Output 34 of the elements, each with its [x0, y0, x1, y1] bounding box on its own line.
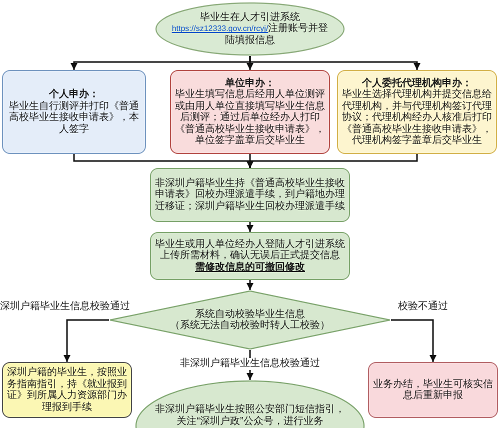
node-text: 毕业生自行测评并打印《普通高校毕业生接收申请表》，本人签字: [8, 100, 140, 135]
node-text: 系统自动校验毕业生信息: [195, 308, 305, 320]
node-text: 深圳户籍的毕业生，按照业务指南指引，持《就业报到证》到所属人力资源部门办理报到手续: [6, 367, 128, 413]
arrow: [64, 319, 109, 362]
process-box: [368, 362, 498, 418]
node-text: 毕业生填写信息后经用人单位测评或由用人单位直接填写毕业生信息后测评；通过后单位经办人打印《普通高校毕业生接收申请表》，单位签字盖章后交毕业生: [174, 89, 326, 146]
arrow: [246, 280, 254, 290]
node-text: 非深圳户籍毕业生持《普通高校毕业生接收申请表》回校办理派遣手续，到户籍地办理迁移证；深圳户籍毕业生回校办理派遣手续: [154, 178, 346, 212]
node-heading: 个人申办：: [49, 89, 99, 100]
node-text: 毕业生在人才引进系统: [200, 12, 300, 23]
node-text: 毕业生选择代理机构并提交信息给代理机构，并与代理机构签订代理协议；代理机构经办人核准后打印《普通高校毕业生接收申请表》，代理机构签字盖章后交毕业生: [341, 89, 493, 146]
process-box: [2, 70, 146, 154]
arrow: [249, 56, 420, 70]
edge-label: 深圳户籍毕业生信息校验通过: [0, 301, 130, 313]
arrow: [246, 154, 418, 168]
node-note: 需修改信息的可撤回修改: [195, 262, 305, 274]
node-text: （系统无法自动校验时转人工校验）: [170, 320, 330, 332]
node-text: https://sz12333.gov.cn/rcyj/注册账号并登陆填报信息: [170, 23, 330, 46]
process-box: [170, 70, 330, 154]
edge-label: 校验不通过: [398, 301, 448, 313]
node-heading: 个人委托代理机构申办：: [362, 78, 472, 88]
edge-label: 非深圳户籍毕业生信息校验通过: [179, 358, 321, 370]
arrow: [246, 222, 254, 232]
node-text: 毕业生或用人单位经办人登陆人才引进系统上传所需材料，确认无误后正式提交信息: [154, 238, 346, 262]
decision-diamond: [109, 290, 391, 350]
node-text: 非深圳户籍毕业生按照公安部门短信指引，关注“深圳户政”公众号，进行业务: [154, 404, 346, 427]
process-box: [150, 168, 350, 222]
process-box: [337, 70, 497, 154]
node-heading: 单位申办：: [225, 78, 275, 88]
url-link: https://sz12333.gov.cn/rcyj/: [172, 24, 268, 34]
process-box: [150, 232, 350, 280]
arrow: [391, 319, 436, 362]
node-text: 业务办结，毕业生可核实信息后重新申报: [372, 378, 494, 402]
start-ellipse: [155, 2, 345, 56]
